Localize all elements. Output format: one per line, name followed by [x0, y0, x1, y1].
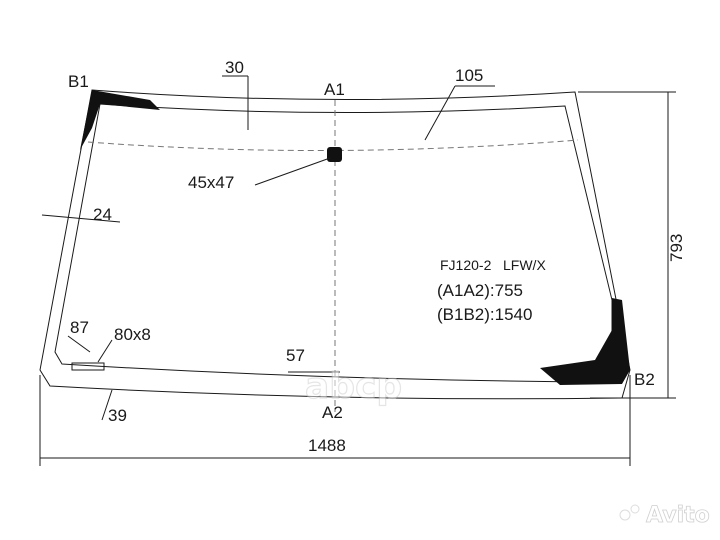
label-a1: A1	[324, 80, 345, 99]
label-b1: B1	[68, 72, 89, 91]
leader-87	[67, 335, 91, 353]
label-a2: A2	[322, 403, 343, 422]
leader-24	[41, 214, 121, 223]
stamp-area	[71, 362, 105, 371]
dim-39: 39	[108, 406, 127, 425]
mirror-pad	[327, 147, 342, 162]
label-b2: B2	[634, 370, 655, 389]
spec-model: FJ120-2	[440, 257, 492, 273]
ceramic-bottom-right	[540, 298, 630, 385]
dim-80x8: 80x8	[114, 325, 151, 344]
ceramic-top-left	[80, 90, 160, 150]
dim-57: 57	[286, 346, 305, 365]
leader-80x8	[97, 339, 113, 363]
svg-text:Avito: Avito	[646, 503, 710, 528]
leader-39	[101, 389, 113, 421]
dim-24: 24	[93, 205, 112, 224]
dim-45x47: 45x47	[188, 173, 234, 192]
spec-b1b2: (B1B2):1540	[437, 305, 532, 324]
dim-793: 793	[667, 234, 686, 262]
svg-text:abcp: abcp	[305, 366, 402, 407]
dim-1488: 1488	[308, 436, 346, 455]
dim-105: 105	[455, 66, 483, 85]
spec-a1a2: (A1A2):755	[437, 281, 523, 300]
dim-30: 30	[225, 58, 244, 77]
watermark-avito: Avito	[619, 503, 710, 528]
leader-45x47	[254, 157, 331, 186]
watermark-abcp: abcp	[304, 365, 402, 407]
spec-type: LFW/X	[503, 257, 546, 273]
leader-105-diag	[424, 85, 456, 141]
dim-87: 87	[70, 318, 89, 337]
